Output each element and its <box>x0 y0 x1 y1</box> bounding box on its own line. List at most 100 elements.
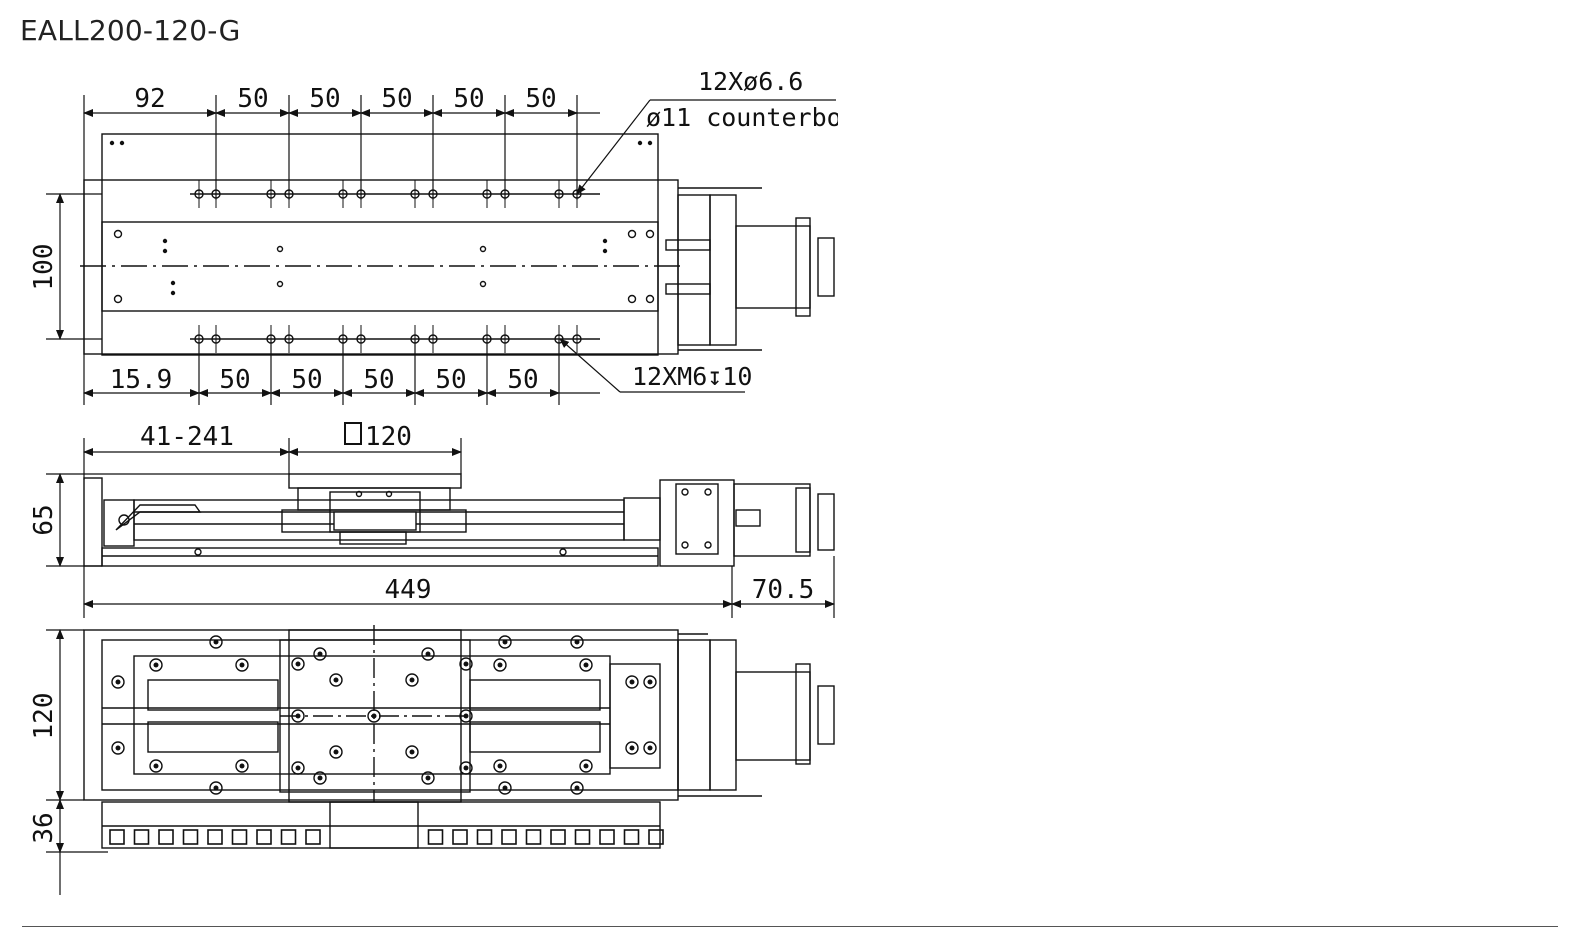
side-dimension-labels: 41-241 120 65 449 70.5 <box>29 422 814 605</box>
bottom-hole <box>291 761 305 775</box>
bottom-hole <box>459 657 473 671</box>
dim-travel: 41-241 <box>140 422 234 452</box>
callout-holes-count: 12Xø6.6 <box>698 67 803 96</box>
dim-chain-36: 36 <box>29 812 59 843</box>
footer-divider <box>22 926 1558 927</box>
bottom-hole-center <box>115 679 121 685</box>
dim-top-1: 50 <box>237 84 268 114</box>
dim-top-2: 50 <box>309 84 340 114</box>
bottom-hole <box>570 781 584 795</box>
bottom-hole-center <box>497 662 503 668</box>
bottom-hole-center <box>502 639 508 645</box>
bottom-hole <box>313 647 327 661</box>
bottom-hole-center <box>295 661 301 667</box>
bottom-hole <box>235 759 249 773</box>
bottom-hole-center <box>583 662 589 668</box>
bottom-hole-center <box>409 677 415 683</box>
bottom-hole <box>579 658 593 672</box>
bottom-hole-center <box>295 765 301 771</box>
chain-link <box>427 829 444 845</box>
bottom-hole-center <box>629 679 635 685</box>
chain-link <box>158 829 174 845</box>
bottom-hole <box>149 759 163 773</box>
bottom-hole <box>459 761 473 775</box>
chain-link <box>109 829 125 845</box>
bottom-hole <box>493 658 507 672</box>
chain-link <box>182 829 199 845</box>
bottom-dimensions <box>46 629 108 895</box>
bottom-hole-center <box>629 745 635 751</box>
dim-top-5: 50 <box>525 84 556 114</box>
bottom-hole-center <box>213 785 219 791</box>
bottom-hole <box>405 745 419 759</box>
dim-height-65: 65 <box>29 504 59 535</box>
bottom-hole-center <box>153 763 159 769</box>
bottom-hole-center <box>647 679 653 685</box>
bottom-hole-center <box>295 713 301 719</box>
bottom-hole <box>329 745 343 759</box>
bottom-hole-center <box>463 661 469 667</box>
dim-table-size: 120 <box>365 422 412 452</box>
dim-bottom-5: 50 <box>507 365 538 395</box>
top-dimension-labels: 92 50 50 50 50 50 15.9 50 50 50 50 50 10… <box>29 67 872 395</box>
dim-top-3: 50 <box>381 84 412 114</box>
bottom-hole <box>421 771 435 785</box>
bottom-hole <box>570 635 584 649</box>
bottom-hole-center <box>497 763 503 769</box>
chain-link <box>256 829 272 845</box>
bottom-hole <box>329 673 343 687</box>
bottom-hole-center <box>239 662 245 668</box>
bottom-hole <box>579 759 593 773</box>
chain-link <box>574 829 591 845</box>
bottom-hole <box>209 781 223 795</box>
chain-link <box>623 829 640 845</box>
dim-top-0: 92 <box>134 84 165 114</box>
top-view <box>80 133 835 356</box>
bottom-hole-center <box>409 749 415 755</box>
bottom-hole <box>493 759 507 773</box>
bottom-hole-center <box>647 745 653 751</box>
bottom-hole <box>643 675 657 689</box>
chain-link <box>280 829 297 845</box>
bottom-hole-center <box>583 763 589 769</box>
bottom-hole-center <box>153 662 159 668</box>
bottom-hole-center <box>333 749 339 755</box>
bottom-hole <box>313 771 327 785</box>
bottom-hole <box>111 675 125 689</box>
bottom-hole <box>498 635 512 649</box>
bottom-dimension-labels: 120 36 <box>29 693 59 844</box>
chain-link <box>648 829 664 845</box>
bottom-hole-center <box>371 713 377 719</box>
bottom-hole <box>625 675 639 689</box>
chain-link <box>231 829 248 845</box>
bottom-hole-center <box>463 713 469 719</box>
dim-top-4: 50 <box>453 84 484 114</box>
bottom-hole <box>498 781 512 795</box>
bottom-hole-center <box>239 763 245 769</box>
dim-motor-70-5: 70.5 <box>752 575 815 605</box>
callout-threads: 12XM6↧10 <box>632 362 752 391</box>
chain-link <box>452 829 468 845</box>
bottom-view-holes <box>111 635 657 795</box>
dim-bottom-1: 50 <box>219 365 250 395</box>
side-view <box>83 473 835 567</box>
chain-link <box>599 829 615 845</box>
bottom-hole <box>291 709 305 723</box>
bottom-hole <box>111 741 125 755</box>
bottom-hole-center <box>502 785 508 791</box>
callout-clip-mask <box>838 98 898 134</box>
bottom-hole <box>209 635 223 649</box>
dim-bottom-3: 50 <box>363 365 394 395</box>
dim-bottom-4: 50 <box>435 365 466 395</box>
bottom-hole <box>149 658 163 672</box>
chain-link <box>550 829 566 845</box>
drawing-title: EALL200-120-G <box>20 14 241 47</box>
bottom-hole-center <box>574 785 580 791</box>
dim-width-120: 120 <box>29 693 59 740</box>
bottom-hole-center <box>317 651 323 657</box>
chain-link <box>133 829 150 845</box>
top-dimensions <box>46 95 836 405</box>
bottom-hole-center <box>425 775 431 781</box>
dim-length-449: 449 <box>385 575 432 605</box>
bottom-hole-center <box>574 639 580 645</box>
